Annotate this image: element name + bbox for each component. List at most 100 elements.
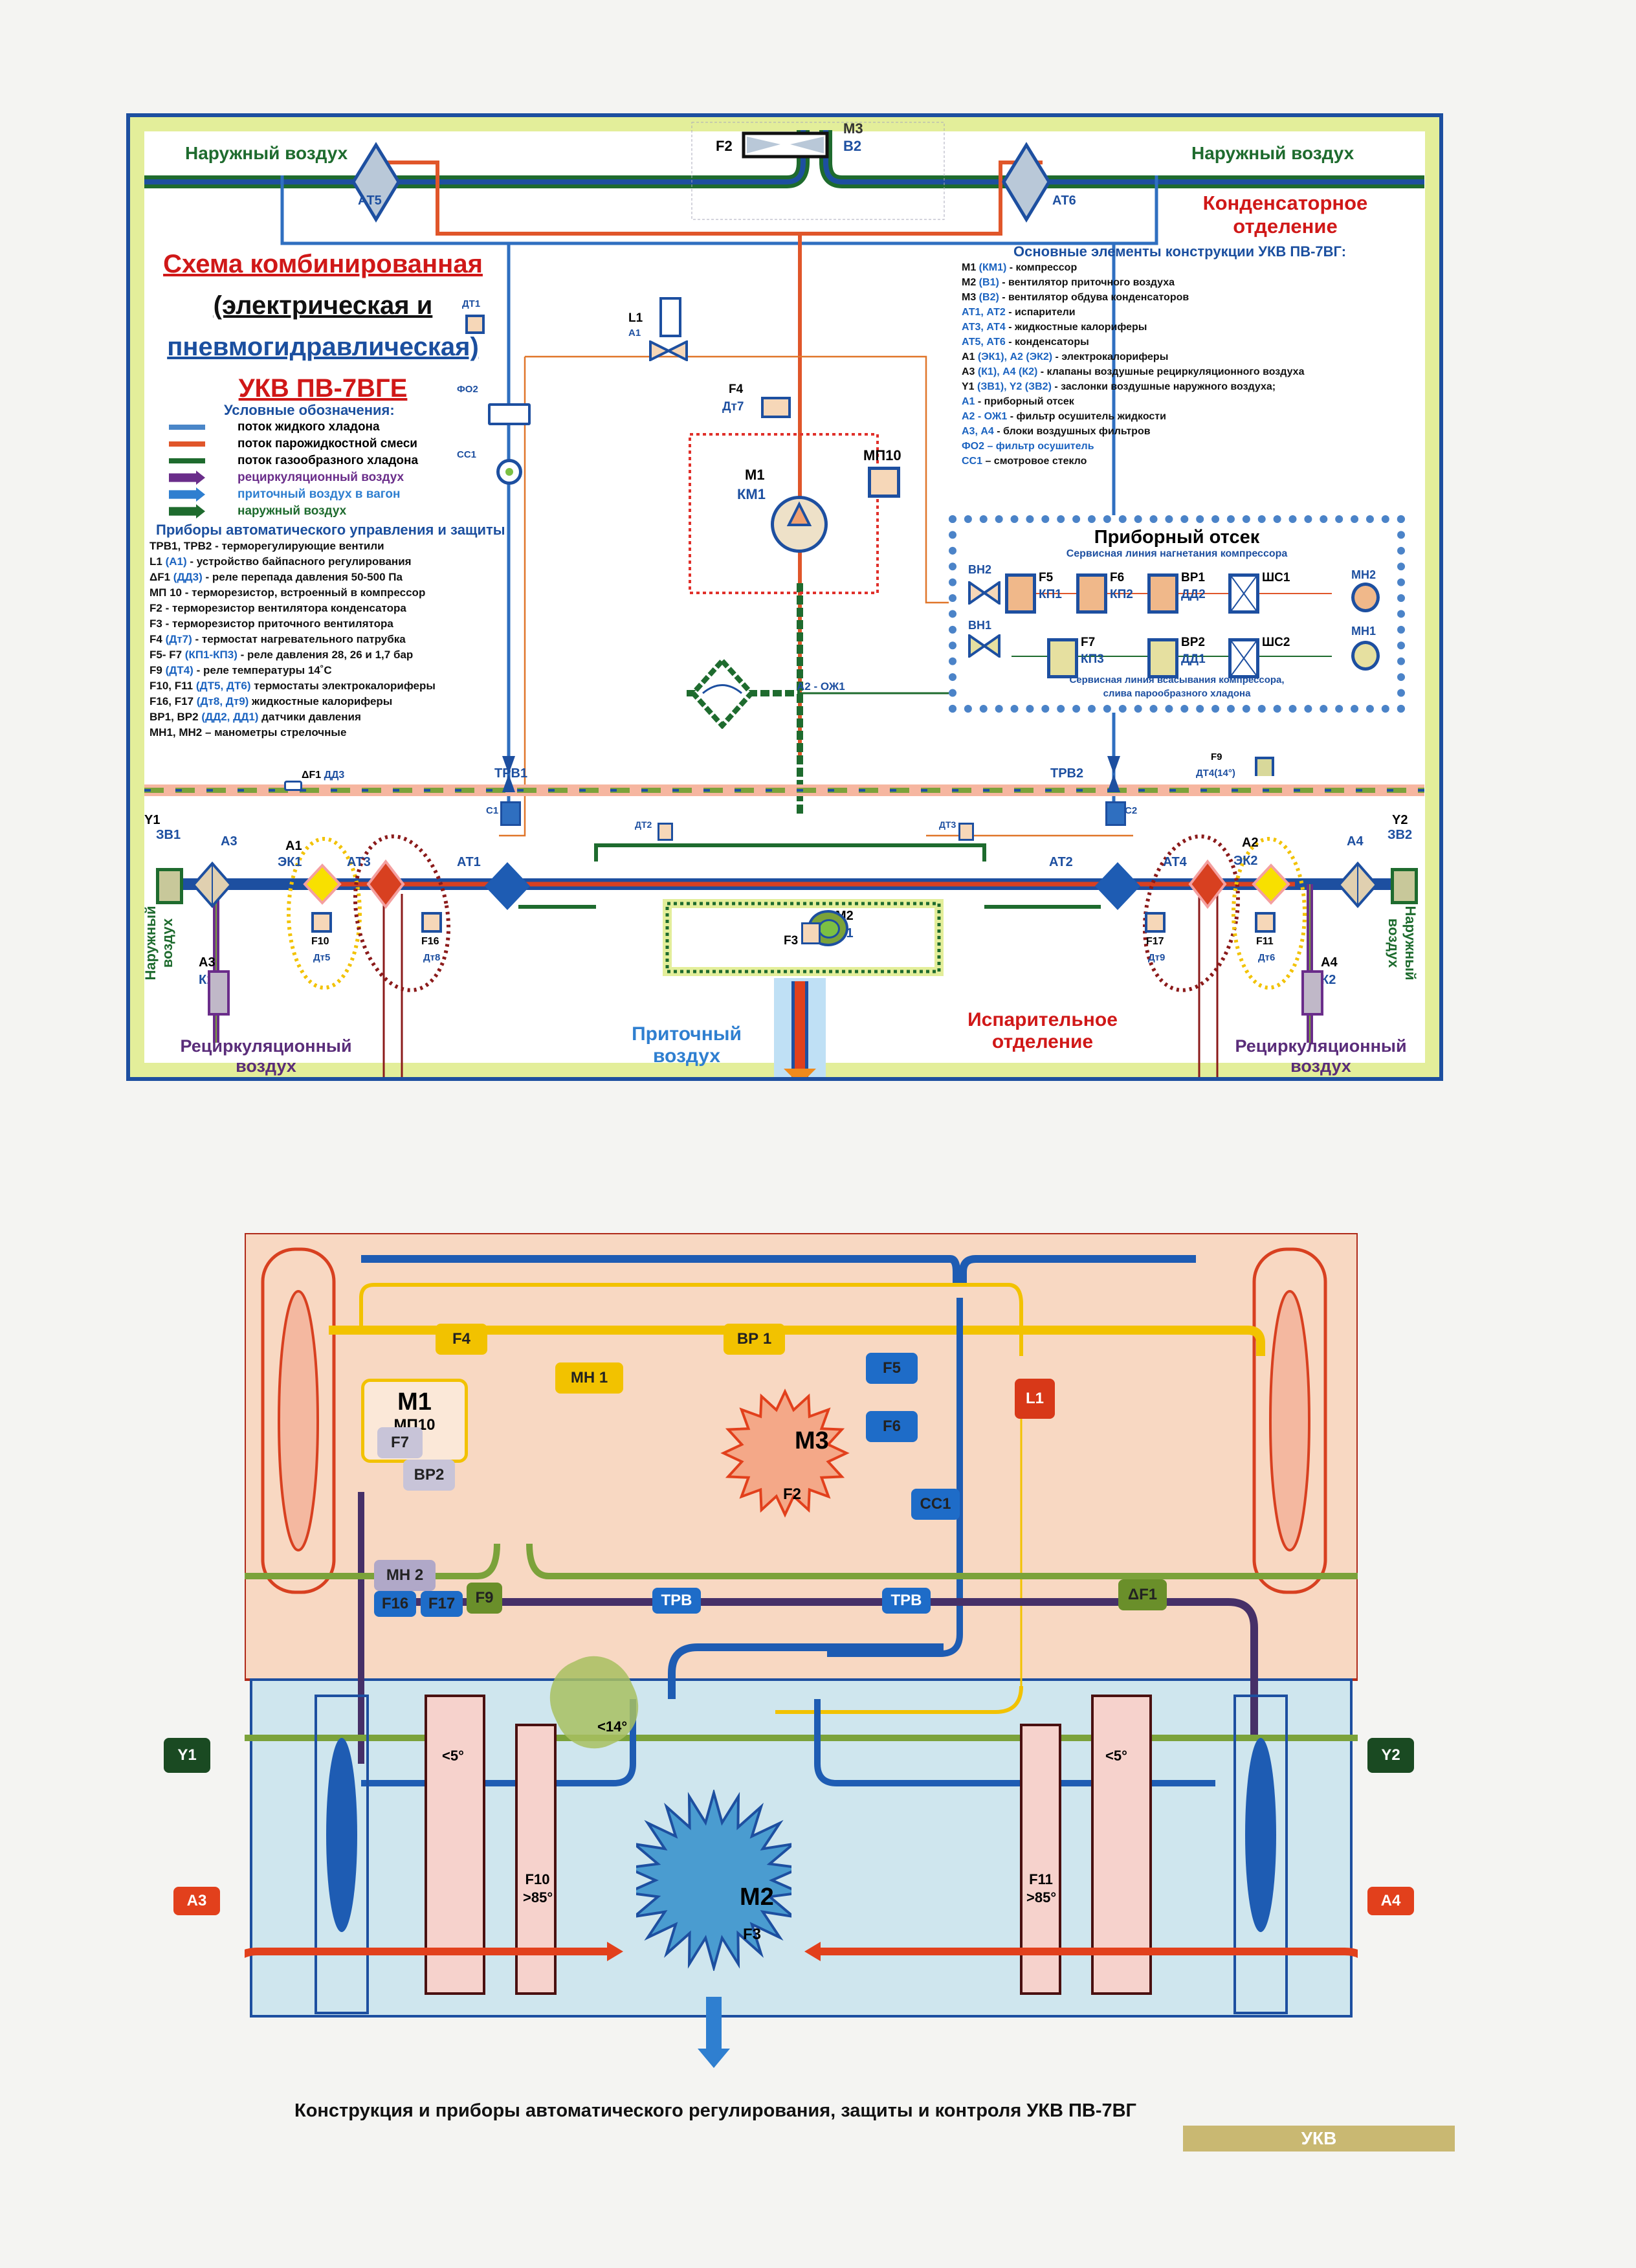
gauge-mh1-icon	[1351, 641, 1380, 671]
legend-label: приточный воздух в вагон	[238, 487, 401, 501]
title-line-4: УКВ ПВ-7ВГЕ	[238, 374, 408, 403]
at2-label: АТ2	[1049, 855, 1073, 869]
devices-list: Приборы автоматического управления и защ…	[149, 522, 505, 740]
trv-left-tag: ТРВ	[652, 1588, 701, 1614]
f11-label: F11>85°	[1026, 1871, 1057, 1906]
list-item: АТ1, АТ2 - испарители	[962, 307, 1076, 318]
list-item: Y1 (ЗВ1), Y2 (ЗВ2) - заслонки воздушные …	[962, 381, 1276, 392]
list-item: А1 (ЭК1), А2 (ЭК2) - электрокалориферы	[962, 351, 1169, 362]
dt8-label: Дт8	[423, 952, 441, 963]
list-item: L1 (А1) - устройство байпасного регулиро…	[149, 555, 412, 568]
pressure-diff-relay-icon	[284, 781, 302, 791]
m1-label: М1	[397, 1388, 432, 1416]
f16-sensor-icon	[421, 912, 442, 933]
k2-label: К2	[1321, 973, 1336, 987]
list-item: F4 (Дт7) - термостат нагревательного пат…	[149, 633, 406, 645]
f16-label: F16	[421, 936, 439, 947]
supply-air-label: Приточный воздух	[632, 1023, 742, 1067]
list-item: М2 (В1) - вентилятор приточного воздуха	[962, 277, 1175, 288]
combined-scheme-diagram: Наружный воздух Наружный воздух Конденса…	[126, 113, 1443, 1081]
f3-sensor-icon	[801, 922, 821, 944]
lt5-right-label: <5°	[1105, 1748, 1127, 1764]
discharge-line-label: Сервисная линия нагнетания компрессора	[1066, 548, 1288, 559]
legend-line-swatch	[169, 458, 205, 463]
construction-lines	[245, 1233, 1358, 2068]
expansion-valve-trv2-icon	[1107, 756, 1120, 792]
filter-dryer-fo2-icon	[488, 403, 531, 425]
pressure-relay-icon	[1147, 638, 1178, 678]
f11-label: F11	[1256, 936, 1274, 947]
trv2-label: ТРВ2	[1050, 766, 1084, 781]
legend-item: поток парожидкостной смеси	[169, 436, 418, 452]
a4-valve-label: А4	[1321, 955, 1338, 970]
title-line-1: Схема комбинированная	[163, 250, 483, 278]
a4-filter-label: А4	[1347, 834, 1364, 849]
b2-label: В2	[843, 138, 862, 154]
legend: Условные обозначения: поток жидкого хлад…	[169, 402, 418, 520]
condenser-fan-m3-icon	[720, 1388, 850, 1518]
pressure-relay-icon	[1147, 573, 1178, 614]
f9-sensor-icon	[1255, 757, 1274, 776]
l1-label: L1	[628, 311, 643, 325]
instrument-bay: Приборный отсек Сервисная линия нагнетан…	[949, 515, 1405, 713]
y2-label: Y2	[1392, 813, 1408, 827]
y2-tag: Y2	[1367, 1738, 1414, 1773]
mp10-sensor-icon	[868, 467, 900, 498]
list-item: А2 - ОЖ1 - фильтр осушитель жидкости	[962, 411, 1166, 422]
list-item: МП 10 - терморезистор, встроенный в комп…	[149, 586, 426, 599]
f3-label: F3	[743, 1926, 762, 1943]
pressure-relay-icon	[1047, 638, 1078, 678]
cc1-label: СС1	[457, 449, 477, 460]
dt6-label: Дт6	[1258, 952, 1276, 963]
c2-label: С2	[1125, 805, 1138, 816]
bp2-tag: ВР2	[403, 1460, 455, 1491]
service-valve-bh1-icon[interactable]	[968, 634, 1000, 658]
expansion-valve-trv1-icon	[502, 756, 515, 792]
list-item: F5- F7 (КП1-КП3) - реле давления 28, 26 …	[149, 649, 414, 661]
f5-tag: F5	[866, 1353, 918, 1384]
section-footer-tab: УКВ	[1183, 2126, 1455, 2151]
df1-tag: ΔF1	[1118, 1579, 1167, 1610]
instrument-bay-title: Приборный отсек	[1094, 527, 1260, 548]
list-item: F9 (ДТ4) - реле температуры 14˚С	[149, 664, 332, 676]
f2-label: F2	[716, 138, 733, 154]
m2-label: М2	[740, 1884, 774, 1911]
f9-label: F9	[1211, 751, 1222, 762]
f6-tag: F6	[866, 1411, 918, 1442]
m3-label: М3	[843, 120, 863, 137]
legend-item: приточный воздух в вагон	[169, 486, 418, 503]
legend-item: поток жидкого хладона	[169, 419, 418, 436]
l1-tag: L1	[1015, 1379, 1055, 1419]
outside-damper-y1-icon	[156, 868, 183, 904]
list-item: F2 - терморезистор вентилятора конденсат…	[149, 602, 406, 614]
outside-air-label-right: Наружный воздух	[1191, 143, 1354, 163]
condenser-at6-icon	[1002, 142, 1051, 223]
y1-tag: Y1	[164, 1738, 210, 1773]
fo2-label: ФО2	[457, 384, 478, 395]
list-item: М1 (КМ1) - компрессор	[962, 262, 1078, 273]
list-item: ФО2 – фильтр осушитель	[962, 441, 1094, 452]
list-item: F3 - терморезистор приточного вентилятор…	[149, 617, 393, 630]
valve-bh1-label: ВН1	[968, 619, 992, 632]
evaporator-section-label: Испарительное отделение	[967, 1009, 1118, 1052]
sight-glass-icon	[496, 459, 522, 485]
legend-item: поток газообразного хладона	[169, 452, 418, 469]
bp1-tag: ВР 1	[724, 1324, 785, 1355]
a3-tag: А3	[173, 1887, 220, 1915]
list-item: МН1, МН2 – манометры стрелочные	[149, 726, 347, 739]
outside-air-vertical-left: Наружный воздух	[142, 906, 175, 981]
title-line-2: (электрическая и	[213, 291, 433, 320]
ek1-label: ЭК1	[278, 855, 302, 869]
list-item: А3, А4 - блоки воздушных фильтров	[962, 426, 1151, 437]
valve-bh2-label: ВН2	[968, 563, 992, 576]
liquid-heater-at4-icon	[1188, 860, 1227, 909]
legend-label: рециркуляционный воздух	[238, 471, 404, 484]
condenser-at5-icon	[351, 142, 401, 223]
service-valve-bh2-icon[interactable]	[968, 581, 1000, 605]
sight-glass-box-icon	[1228, 573, 1259, 614]
suction-line-label-1: Сервисная линия всасывания компрессора,	[1069, 674, 1285, 685]
list-item: ΔF1 (ДД3) - реле перепада давления 50-50…	[149, 571, 403, 583]
a3-valve-label: А3	[199, 955, 216, 970]
